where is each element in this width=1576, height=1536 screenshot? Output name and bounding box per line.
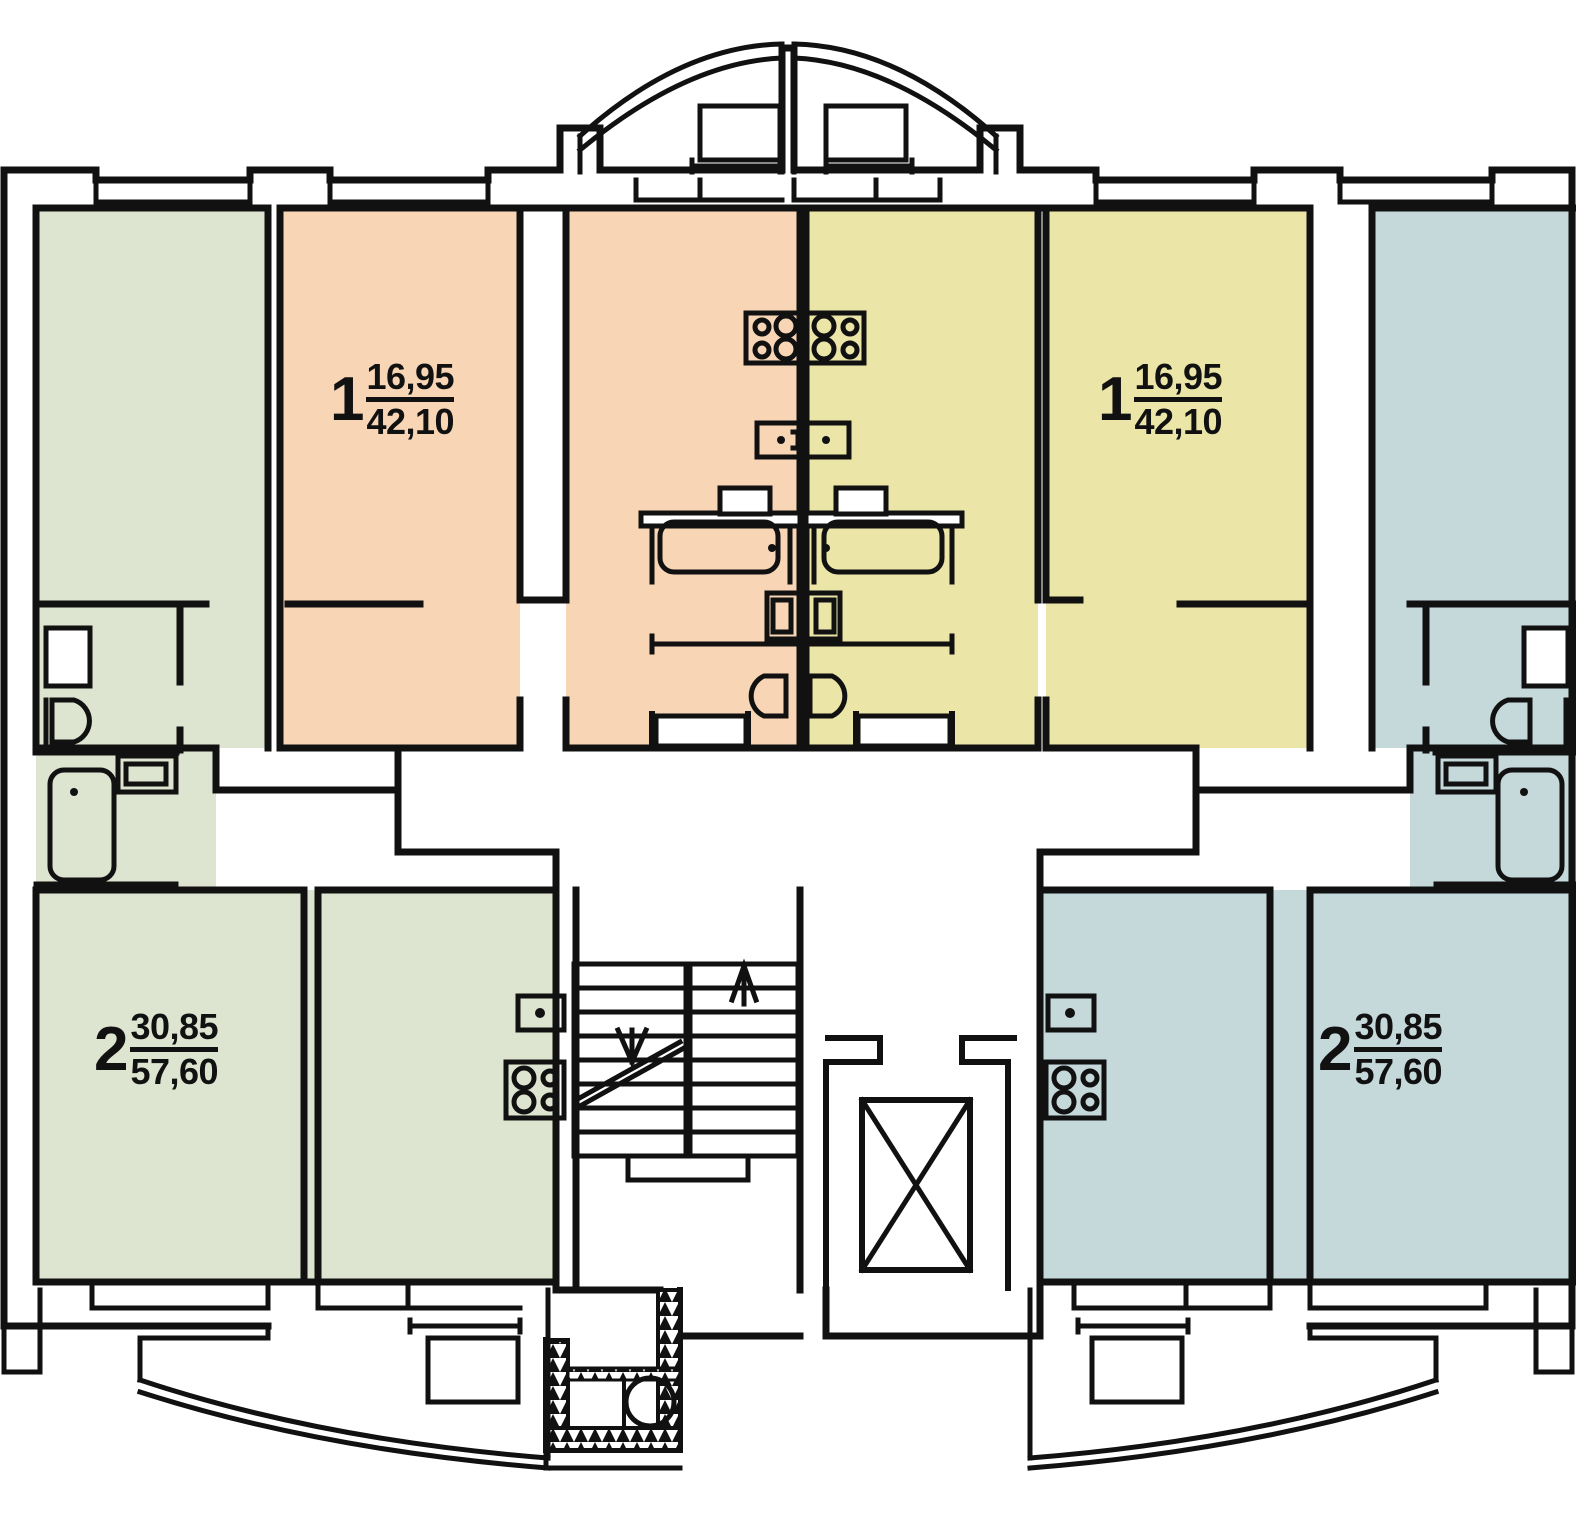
elevator-shaft	[859, 1097, 973, 1273]
fill-apt-peach-a	[280, 208, 520, 748]
apartment-rooms-count: 1	[1098, 364, 1132, 434]
balcony-bottom-right	[1027, 1287, 1575, 1471]
elevator	[823, 1035, 1017, 1291]
apartment-rooms-count: 2	[1318, 1014, 1352, 1084]
fraction-bar	[1134, 397, 1223, 403]
apartment-label-yellow: 1 16,95 42,10	[1098, 356, 1223, 443]
bathtub-peach	[657, 519, 781, 575]
centre-fixtures	[638, 310, 965, 749]
apartment-living-area: 30,85	[1354, 1006, 1443, 1047]
apartment-total-area: 42,10	[1134, 401, 1223, 443]
top-curved-balcony	[576, 41, 1000, 175]
stove-lower-left	[503, 1059, 567, 1121]
apartment-rooms-count: 1	[330, 364, 364, 434]
elevator-cross	[858, 1096, 974, 1274]
kitchen-fixtures-lower	[503, 993, 1107, 1121]
washbasin-right	[1435, 753, 1499, 795]
stair-break-line	[572, 1038, 684, 1104]
thin-partitions	[34, 602, 1576, 754]
stove-yellow	[803, 310, 867, 366]
door-openings	[213, 745, 1413, 793]
washer-left	[43, 625, 93, 689]
apartment-living-area: 16,95	[366, 356, 455, 397]
stair-landing	[625, 1153, 751, 1183]
window-bays-bottom	[89, 1279, 1489, 1311]
balcony-window-left	[425, 1335, 521, 1405]
balcony-bottom-left	[1, 1287, 551, 1471]
fill-apt-yellow-b	[1046, 208, 1310, 748]
toilet-left	[49, 697, 92, 745]
top-balcony-window-right	[823, 103, 915, 175]
sink-yellow	[804, 420, 852, 460]
fraction-bar	[130, 1047, 219, 1053]
right-bath-fixtures	[1433, 625, 1576, 887]
apartment-living-area: 30,85	[130, 1006, 219, 1047]
bathtub-right	[1495, 767, 1565, 883]
washbasin-left	[115, 753, 179, 795]
top-apartment-walls	[32, 204, 1576, 752]
garbage-chute-room	[543, 1287, 683, 1471]
apartment-area-fraction: 16,95 42,10	[1134, 356, 1223, 443]
top-balcony-window-left	[689, 103, 783, 175]
apartment-total-area: 42,10	[366, 401, 455, 443]
apartment-rooms-count: 2	[94, 1014, 128, 1084]
fill-apt-yellow-a	[806, 208, 1038, 748]
chute-circle	[623, 1375, 677, 1429]
left-bath-fixtures	[33, 625, 179, 887]
entry-vestibule	[552, 1286, 1044, 1340]
bathroom-left	[32, 600, 210, 756]
fill-apt-peach-b	[566, 208, 800, 748]
fill-apt-bottom-left-green	[36, 890, 556, 1282]
stove-lower-right	[1043, 1059, 1107, 1121]
fraction-bar	[366, 397, 455, 403]
sink-lower-left	[515, 993, 567, 1033]
apt-bottom-left-walls	[32, 886, 560, 1286]
basin-peach	[764, 590, 804, 642]
bathtub-left	[47, 767, 117, 883]
apartment-area-fraction: 30,85 57,60	[130, 1006, 219, 1093]
toilet-yellow	[807, 673, 848, 719]
apartment-area-fraction: 30,85 57,60	[1354, 1006, 1443, 1093]
toilet-peach	[748, 673, 789, 719]
bathtub-drain-right	[1520, 788, 1528, 796]
apartment-label-peach: 1 16,95 42,10	[330, 356, 455, 443]
fraction-bar	[1354, 1047, 1443, 1053]
apartment-label-bottom-right: 2 30,85 57,60	[1318, 1006, 1443, 1093]
stairwell	[571, 886, 804, 1294]
apartment-label-bottom-left: 2 30,85 57,60	[94, 1006, 219, 1093]
apartment-total-area: 57,60	[1354, 1051, 1443, 1093]
apartment-total-area: 57,60	[130, 1051, 219, 1093]
apartment-area-fraction: 16,95 42,10	[366, 356, 455, 443]
balcony-window-right	[1089, 1335, 1185, 1405]
apartment-living-area: 16,95	[1134, 356, 1223, 397]
washer-right	[1521, 625, 1571, 689]
stove-peach	[743, 310, 805, 366]
toilet-right	[1490, 697, 1533, 745]
bathroom-right	[1406, 600, 1576, 756]
window-bays-top	[93, 177, 1495, 205]
sink-lower-right	[1045, 993, 1097, 1033]
basin-yellow	[803, 590, 843, 642]
bathtub-drain-left	[70, 788, 78, 796]
